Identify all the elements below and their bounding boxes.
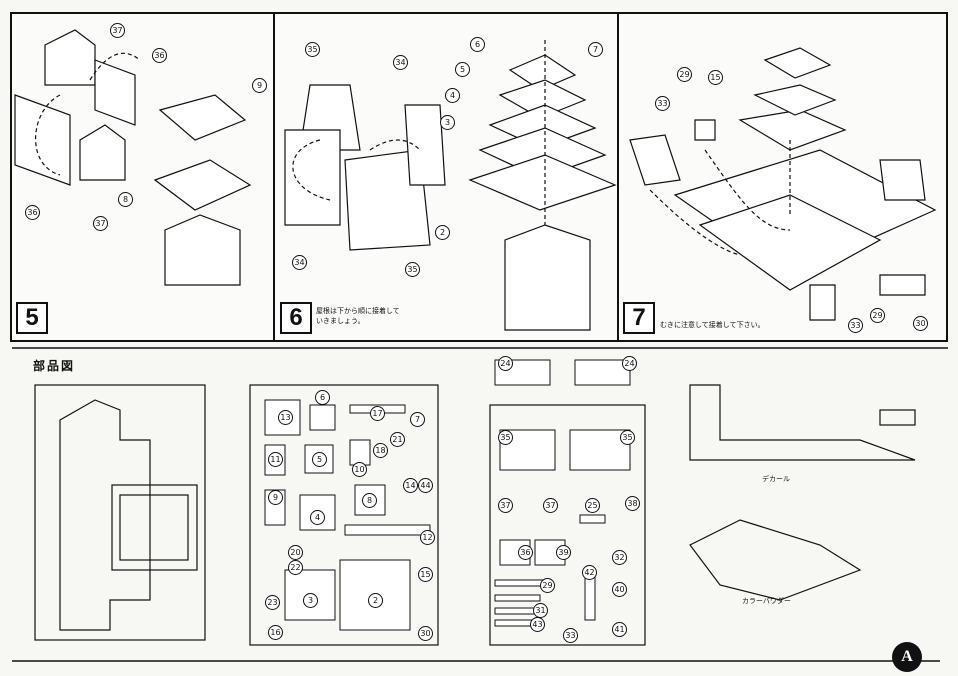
callout: 37 [110,23,125,38]
callout: 35 [305,42,320,57]
part-label: 11 [268,452,283,467]
callout: 6 [470,37,485,52]
part-label: 8 [362,493,377,508]
part-label: 20 [288,545,303,560]
part-label: 22 [288,560,303,575]
part-label: 40 [612,582,627,597]
callout: 34 [292,255,307,270]
brand-logo: A [892,642,922,672]
callout: 5 [455,62,470,77]
callout: 30 [913,316,928,331]
part-label: 25 [585,498,600,513]
step-6-note: 屋根は下から順に接着して いきましょう。 [316,307,400,325]
part-label: 6 [315,390,330,405]
part-label: 24 [622,356,637,371]
part-label: 5 [312,452,327,467]
part-label: 44 [418,478,433,493]
part-label: 4 [310,510,325,525]
callout: 15 [708,70,723,85]
part-label: 23 [265,595,280,610]
color-powder-caption: カラーパウダー [742,597,791,605]
part-label: 21 [390,432,405,447]
part-label: 32 [612,550,627,565]
part-label: 3 [303,593,318,608]
part-label: 39 [556,545,571,560]
part-label: 12 [420,530,435,545]
part-label: 17 [370,406,385,421]
part-label: 41 [612,622,627,637]
part-label: 31 [533,603,548,618]
part-label: 37 [543,498,558,513]
parts-diagram-title: 部品図 [33,359,76,373]
callout: 9 [252,78,267,93]
callout: 37 [93,216,108,231]
callout: 35 [405,262,420,277]
part-label: 24 [498,356,513,371]
callout: 33 [655,96,670,111]
callout: 29 [677,67,692,82]
part-label: 7 [410,412,425,427]
part-label: 15 [418,567,433,582]
decal-caption: デカール [762,475,790,483]
part-label: 13 [278,410,293,425]
callout: 36 [25,205,40,220]
part-label: 37 [498,498,513,513]
callout: 34 [393,55,408,70]
part-label: 43 [530,617,545,632]
callout: 7 [588,42,603,57]
callout: 29 [870,308,885,323]
part-label: 2 [368,593,383,608]
part-label: 42 [582,565,597,580]
brand-logo-letter: A [901,648,913,665]
part-label: 36 [518,545,533,560]
step-7-note: むきに注意して接着して下さい。 [660,321,765,329]
step-number-7: 7 [623,302,655,334]
callout: 33 [848,318,863,333]
part-label: 38 [625,496,640,511]
part-label: 10 [352,462,367,477]
callout: 36 [152,48,167,63]
callout: 4 [445,88,460,103]
callout: 8 [118,192,133,207]
part-label: 9 [268,490,283,505]
callout: 3 [440,115,455,130]
part-label: 29 [540,578,555,593]
step-number-5: 5 [16,302,48,334]
part-label: 35 [620,430,635,445]
part-label: 35 [498,430,513,445]
step-number-6: 6 [280,302,312,334]
part-label: 14 [403,478,418,493]
part-label: 30 [418,626,433,641]
callout: 2 [435,225,450,240]
part-label: 33 [563,628,578,643]
part-label: 18 [373,443,388,458]
part-label: 16 [268,625,283,640]
